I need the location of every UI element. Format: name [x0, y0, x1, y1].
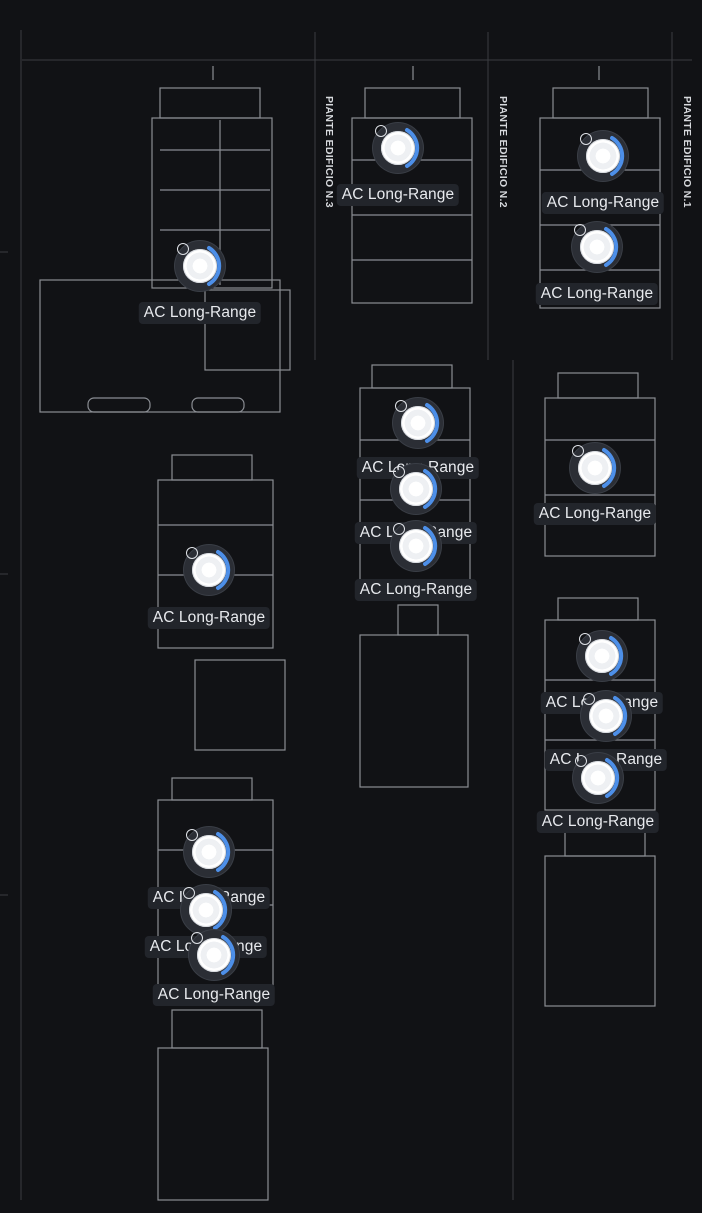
access-point-label: AC Long-Range — [138, 302, 262, 324]
access-point-label: AC Long-Range — [152, 984, 276, 1006]
access-point-icon — [395, 400, 435, 440]
access-point-label: AC Long-Range — [541, 192, 665, 214]
access-point-led — [191, 932, 203, 944]
drawing-frame — [0, 30, 692, 1200]
access-point-icon — [186, 547, 226, 587]
access-point-led — [583, 693, 595, 705]
signal-strength-arc — [423, 526, 438, 566]
access-point-icon — [572, 445, 612, 485]
building-title-3: PIANTE EDIFICIO N.3 — [323, 96, 335, 208]
access-point-led — [574, 224, 586, 236]
access-point-icon — [579, 633, 619, 673]
signal-strength-arc — [423, 469, 438, 509]
building-2-plan — [351, 66, 473, 304]
access-point-label: AC Long-Range — [533, 503, 657, 525]
access-point-icon — [375, 125, 415, 165]
signal-strength-arc — [405, 128, 420, 168]
access-point-icon — [191, 932, 231, 972]
access-point-icon — [177, 243, 217, 283]
access-point-led — [395, 400, 407, 412]
access-point-icon — [583, 693, 623, 733]
building-title-1: PIANTE EDIFICIO N.1 — [681, 96, 693, 208]
signal-strength-arc — [605, 758, 620, 798]
access-point-led — [186, 829, 198, 841]
access-point-led — [580, 133, 592, 145]
access-point-icon — [393, 523, 433, 563]
access-point-icon — [393, 466, 433, 506]
access-point-icon — [186, 829, 226, 869]
access-point-icon — [574, 224, 614, 264]
access-point-label: AC Long-Range — [536, 811, 660, 833]
access-point-led — [393, 523, 405, 535]
access-point-led — [572, 445, 584, 457]
signal-strength-arc — [604, 227, 619, 267]
access-point-led — [393, 466, 405, 478]
signal-strength-arc — [425, 403, 440, 443]
access-point-icon — [575, 755, 615, 795]
access-point-led — [375, 125, 387, 137]
signal-strength-arc — [221, 935, 236, 975]
access-point-led — [177, 243, 189, 255]
signal-strength-arc — [613, 696, 628, 736]
access-point-label: AC Long-Range — [336, 184, 460, 206]
signal-strength-arc — [213, 890, 228, 930]
signal-strength-arc — [602, 448, 617, 488]
access-point-label: AC Long-Range — [147, 607, 271, 629]
floor-plans-row-2 — [157, 364, 656, 788]
building-3-plan — [39, 66, 291, 413]
signal-strength-arc — [216, 550, 231, 590]
signal-strength-arc — [216, 832, 231, 872]
signal-strength-arc — [609, 636, 624, 676]
access-point-led — [579, 633, 591, 645]
access-point-led — [183, 887, 195, 899]
access-point-label: AC Long-Range — [535, 283, 659, 305]
access-point-led — [186, 547, 198, 559]
access-point-label: AC Long-Range — [354, 579, 478, 601]
floor-plans-row-3 — [157, 597, 656, 1201]
signal-strength-arc — [610, 136, 625, 176]
building-title-2: PIANTE EDIFICIO N.2 — [497, 96, 509, 208]
access-point-led — [575, 755, 587, 767]
access-point-icon — [183, 887, 223, 927]
access-point-icon — [580, 133, 620, 173]
signal-strength-arc — [207, 246, 222, 286]
